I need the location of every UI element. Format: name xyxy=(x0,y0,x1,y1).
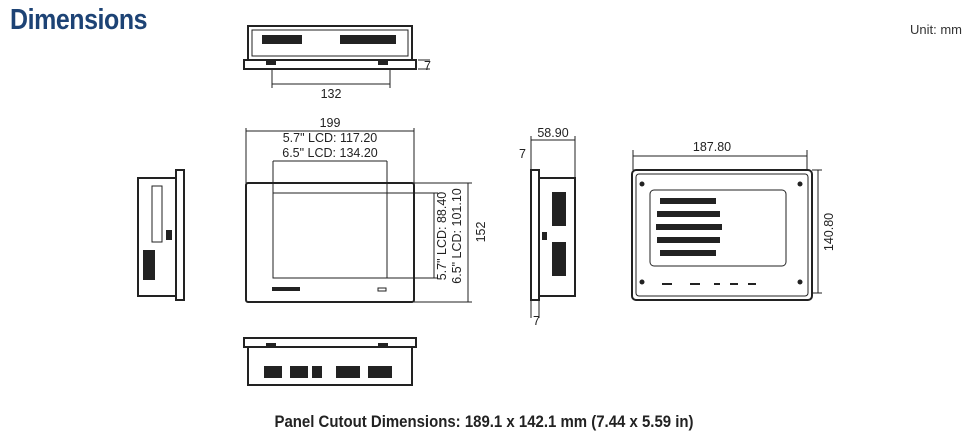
lcd-width-65: 6.5" LCD: 134.20 xyxy=(282,146,378,160)
back-height-dimension: 140.80 xyxy=(822,213,836,251)
side-depth-dimension: 58.90 xyxy=(537,126,568,140)
lcd-height-57: 5.7" LCD: 88.40 xyxy=(435,192,449,281)
top-view: 7 132 xyxy=(243,25,431,101)
top-flange-dimension: 7 xyxy=(424,59,431,73)
front-view: 199 5.7" LCD: 117.20 6.5" LCD: 134.20 5.… xyxy=(245,116,488,303)
lcd-height-65: 6.5" LCD: 101.10 xyxy=(450,188,464,284)
back-view: 187.80 140.80 xyxy=(631,140,836,301)
page-title: Dimensions xyxy=(10,4,148,36)
top-width-dimension: 132 xyxy=(321,87,342,101)
side-flange-bottom-dimension: 7 xyxy=(533,314,540,328)
right-side-view: 58.90 7 7 xyxy=(519,126,576,328)
front-width-dimension: 199 xyxy=(320,116,341,130)
lcd-width-57: 5.7" LCD: 117.20 xyxy=(283,131,378,145)
left-side-view xyxy=(137,169,185,301)
back-width-dimension: 187.80 xyxy=(693,140,731,154)
unit-label: Unit: mm xyxy=(910,22,962,37)
front-height-dimension: 152 xyxy=(474,222,488,243)
bottom-view xyxy=(243,337,417,386)
panel-cutout-caption: Panel Cutout Dimensions: 189.1 x 142.1 m… xyxy=(274,412,694,431)
side-flange-top-dimension: 7 xyxy=(519,147,526,161)
